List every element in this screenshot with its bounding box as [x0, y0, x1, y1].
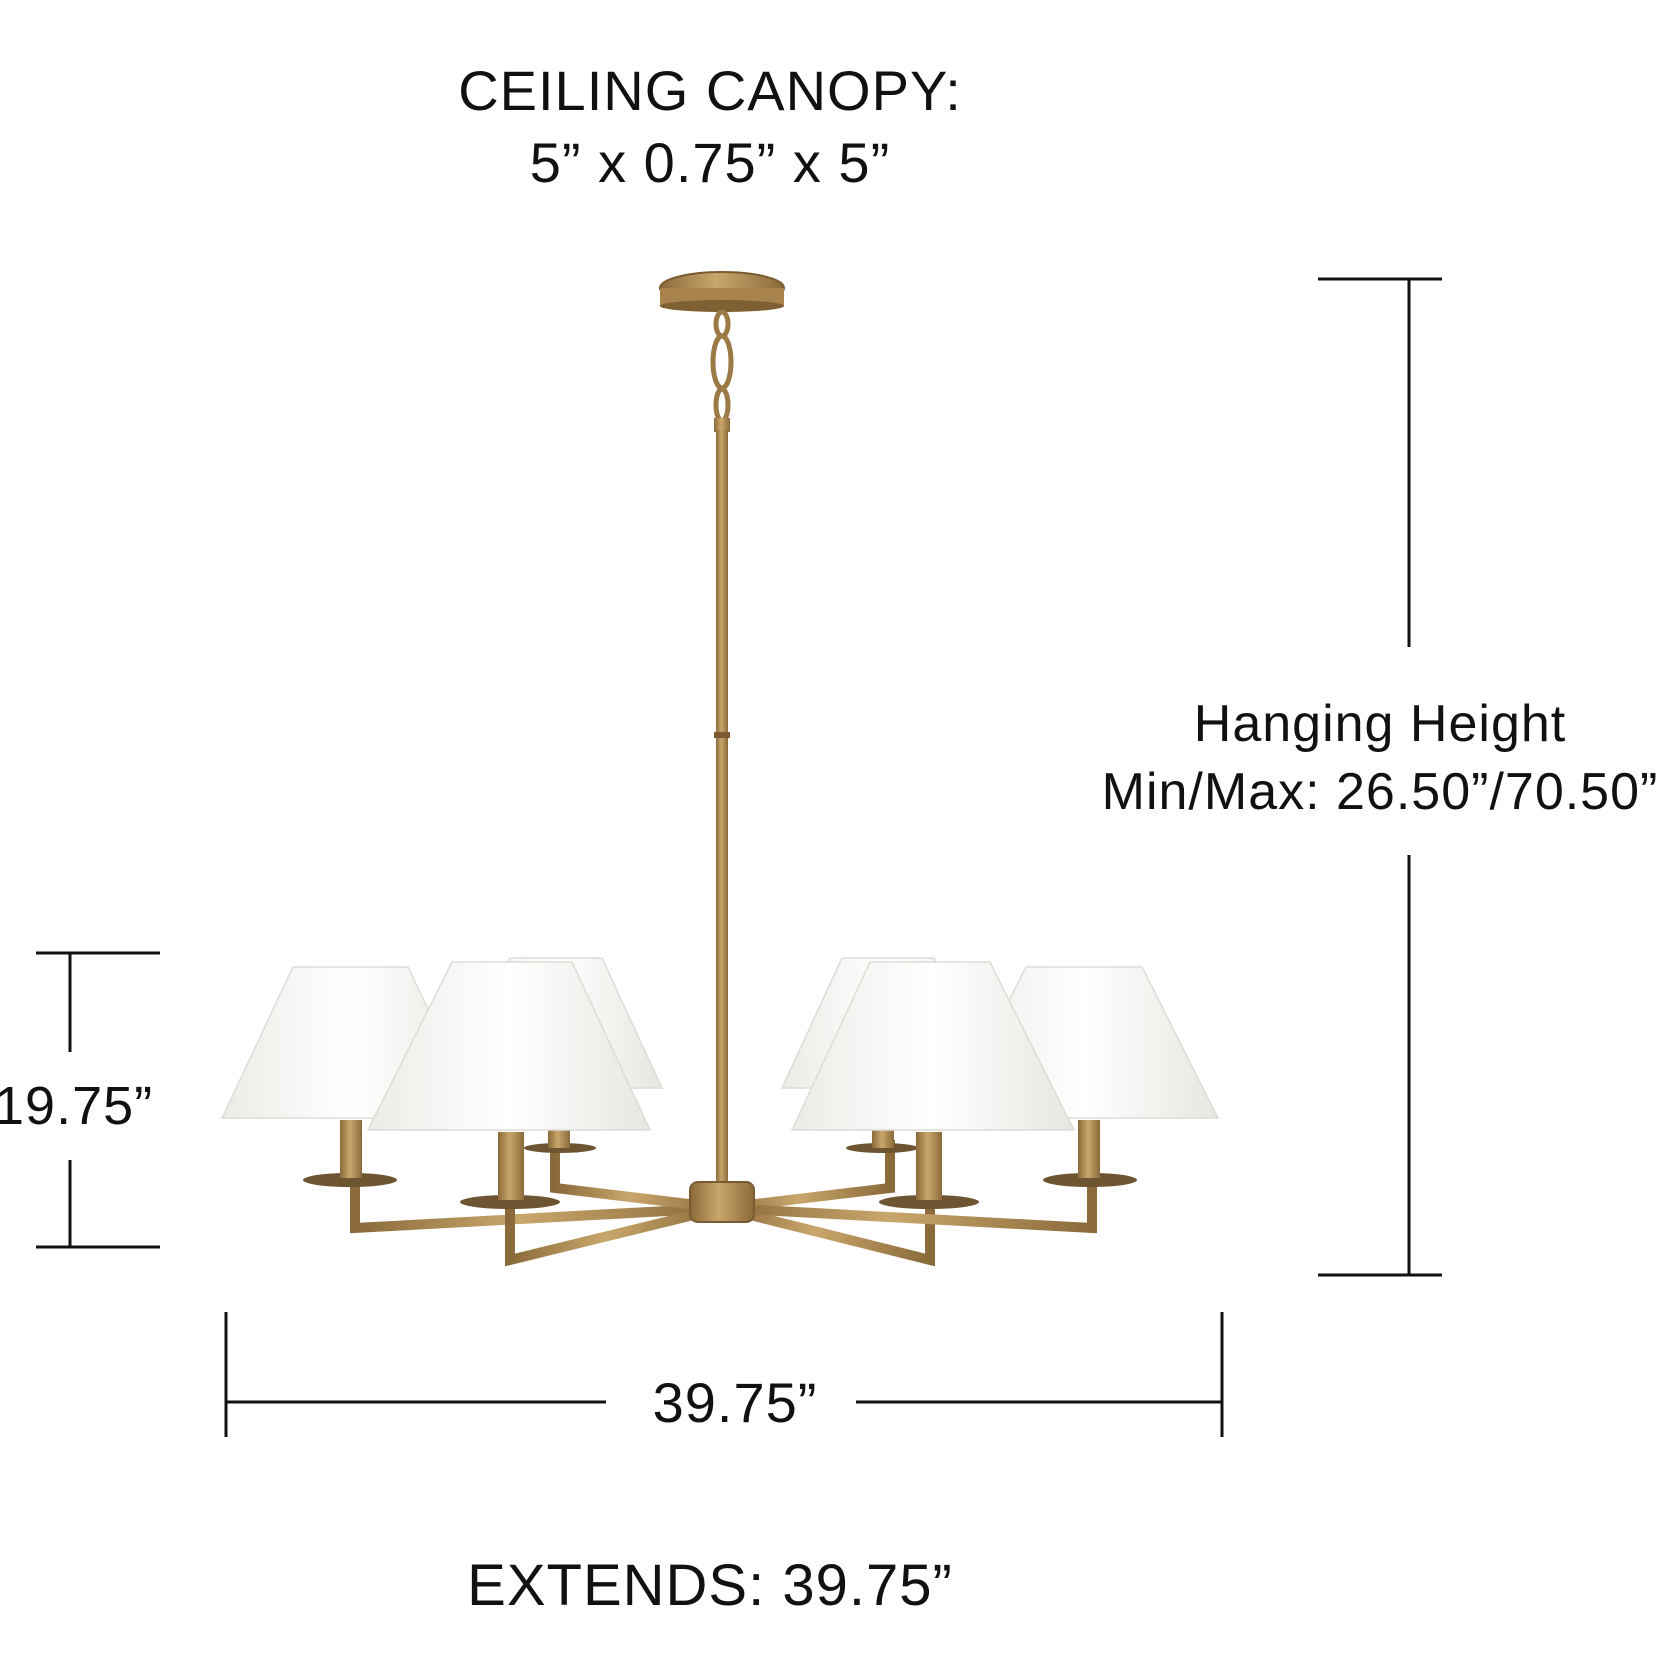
- fixture-width-label: 39.75”: [652, 1371, 818, 1434]
- arm-far-right: [716, 1183, 1097, 1234]
- fixture-width-dimension: [224, 1312, 1224, 1437]
- hanging-height-dimension: [1318, 277, 1442, 1277]
- fixture-height-label: 19.75”: [0, 1076, 154, 1136]
- shade-front-right: [790, 961, 1076, 1131]
- chain: [710, 309, 734, 424]
- arm-back-right: [716, 1140, 895, 1214]
- arm-left: [505, 1180, 729, 1267]
- chandelier-illustration: [220, 271, 1220, 1267]
- shade-front-left: [366, 961, 652, 1131]
- arms: [350, 1140, 1097, 1267]
- candle-sleeves: [340, 1120, 1100, 1200]
- canopy-bottom: [660, 300, 784, 312]
- arm-far-left: [350, 1183, 728, 1234]
- fixture-height-dimension: [36, 951, 160, 1249]
- center-hub: [689, 1181, 755, 1223]
- extends-label: EXTENDS: 39.75”: [467, 1553, 953, 1618]
- canopy-title: CEILING CANOPY:: [458, 59, 962, 122]
- hanging-height-range: Min/Max: 26.50”/70.50”: [1101, 763, 1659, 821]
- stem-joint: [714, 732, 730, 738]
- stem-lower: [716, 738, 728, 1188]
- arm-right: [715, 1180, 935, 1267]
- stem-cap: [714, 418, 730, 432]
- arm-back-left: [550, 1140, 728, 1214]
- hanging-height-title: Hanging Height: [1193, 695, 1567, 753]
- stem-upper: [716, 430, 728, 735]
- canopy-dimensions: 5” x 0.75” x 5”: [529, 131, 891, 194]
